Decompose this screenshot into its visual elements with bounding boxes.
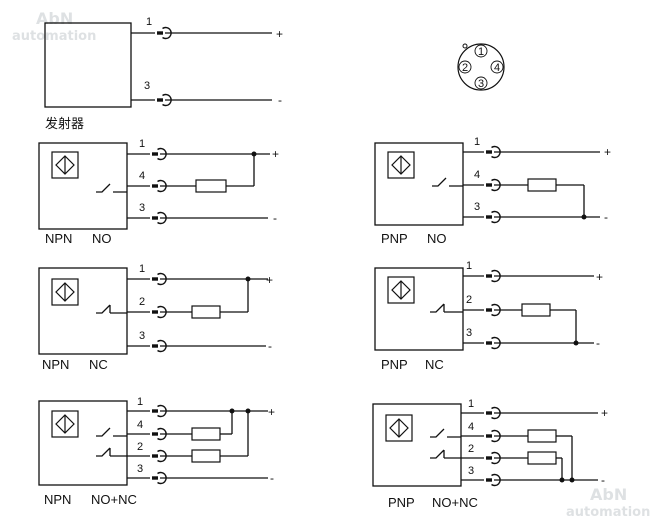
plus-terminal: + [272,147,279,161]
resistor-load [527,451,557,465]
pin-label: 3 [466,327,472,339]
resistor-load [191,449,221,463]
connector-pin: 3 [478,78,484,90]
diagram-pnp-no: 1 4 3 + - PNP NO [374,136,611,246]
connector-face [457,43,505,91]
minus-terminal: - [270,471,274,485]
pin-label: 1 [474,136,480,148]
resistor-load [527,429,557,443]
pin-label: 2 [137,441,143,453]
minus-terminal: - [601,473,605,487]
contact-mode-label: NC [425,357,444,372]
diagram-pnp-nc: 1 2 3 + - PNP NC [374,260,603,372]
minus-terminal: - [268,339,272,353]
pin-label: 4 [137,419,143,431]
contact-mode-label: NO+NC [432,495,478,510]
watermark-top-left: AbN automation [12,9,96,44]
pin-label: 4 [468,421,474,433]
diagram-npn-no-nc: 1 4 2 3 + - NPN NO+NC [38,396,275,507]
svg-text:automation: automation [566,505,650,520]
pin-label: 3 [468,465,474,477]
emitter-box [44,22,132,108]
resistor-load [191,427,221,441]
contact-mode-label: NC [89,357,108,372]
resistor-load [527,178,557,192]
output-type-label: NPN [45,231,72,246]
pin-label: 3 [139,330,145,342]
connector-pin: 2 [462,62,468,74]
minus-terminal: - [604,210,608,224]
connector-pin: 4 [494,62,500,74]
watermark-bottom-right: AbN automation [566,485,650,520]
svg-text:AbN: AbN [36,9,73,28]
connector-key-icon [462,43,468,49]
pin-label: 3 [139,202,145,214]
sensor-icon [387,151,415,179]
resistor-load [195,179,227,193]
pin-label: 3 [144,80,150,92]
connector-pinout: 1 2 4 3 [457,43,505,91]
diagram-npn-no: 1 4 3 + - NPN NO [38,138,279,246]
svg-text:automation: automation [12,29,96,44]
plus-terminal: + [601,406,608,420]
pin-label: 3 [474,201,480,213]
output-type-label: PNP [381,357,408,372]
sensor-icon [51,410,79,438]
emitter-label: 发射器 [45,116,84,131]
plus-terminal: + [596,270,603,284]
contact-mode-label: NO+NC [91,492,137,507]
pin-label: 1 [137,396,143,408]
plus-terminal: + [266,273,273,287]
pin-label: 4 [139,170,145,182]
minus-terminal: - [596,336,600,350]
sensor-icon [385,414,413,442]
pin-label: 1 [468,398,474,410]
pin-label: 1 [466,260,472,272]
minus-terminal: - [278,93,282,107]
emitter-diagram: 1 + 3 - 发射器 [44,16,283,131]
pin-label: 4 [474,169,480,181]
resistor-load [521,303,551,317]
pin-label: 2 [466,294,472,306]
resistor-load [191,305,221,319]
pin-label: 3 [137,463,143,475]
pin-label: 2 [139,296,145,308]
output-type-label: PNP [388,495,415,510]
minus-terminal: - [273,211,277,225]
output-type-label: NPN [42,357,69,372]
pin-label: 1 [146,16,152,28]
diagram-pnp-no-nc: 1 4 2 3 + - PNP NO+NC [372,398,608,510]
plus-terminal: + [268,405,275,419]
output-type-label: PNP [381,231,408,246]
sensor-icon [51,278,79,306]
plus-terminal: + [276,27,283,41]
contact-mode-label: NO [92,231,112,246]
contact-mode-label: NO [427,231,447,246]
pin-label: 2 [468,443,474,455]
pin-label: 1 [139,263,145,275]
svg-text:AbN: AbN [590,485,627,504]
sensor-icon [387,276,415,304]
output-type-label: NPN [44,492,71,507]
plus-terminal: + [604,145,611,159]
connector-pin: 1 [478,46,484,58]
pin-label: 1 [139,138,145,150]
sensor-icon [51,151,79,179]
diagram-npn-nc: 1 2 3 + - NPN NC [38,263,273,372]
